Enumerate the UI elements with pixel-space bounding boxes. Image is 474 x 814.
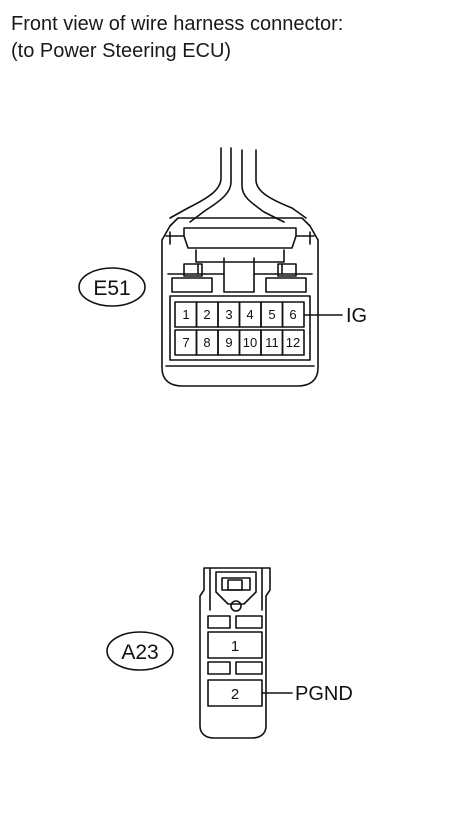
e51-pin-number: 2 xyxy=(203,307,210,322)
e51-pin-number: 6 xyxy=(289,307,296,322)
e51-pin-number: 3 xyxy=(225,307,232,322)
e51-housing-outline xyxy=(161,217,319,387)
e51-pin-number: 10 xyxy=(243,335,257,350)
title-line-1: Front view of wire harness connector: xyxy=(11,13,344,35)
a23-latch xyxy=(215,571,257,605)
e51-pin-number: 8 xyxy=(203,335,210,350)
e51-pin-number: 7 xyxy=(182,335,189,350)
e51-pin-number: 5 xyxy=(268,307,275,322)
a23-pin-number: 2 xyxy=(231,686,239,703)
e51-pin-number: 12 xyxy=(286,335,300,350)
a23-connector-body xyxy=(199,567,293,739)
pgnd-signal-label: PGND xyxy=(295,683,353,705)
e51-pin-grid xyxy=(174,301,305,356)
ig-signal-label: IG xyxy=(346,305,367,327)
title-line-2: (to Power Steering ECU) xyxy=(11,40,232,62)
a23-connector-tag xyxy=(106,631,174,671)
e51-pin-number: 11 xyxy=(265,335,279,350)
a23-housing-outline xyxy=(199,567,271,739)
diagram-title: Front view of wire harness connector: (t… xyxy=(11,11,343,65)
e51-pin-number: 9 xyxy=(225,335,232,350)
a23-pin-number: 1 xyxy=(231,638,239,655)
e51-pin-number: 1 xyxy=(182,307,189,322)
e51-connector-body xyxy=(161,147,343,387)
e51-connector-id: E51 xyxy=(93,277,130,300)
e51-latch xyxy=(195,249,285,293)
e51-connector-tag xyxy=(78,267,146,307)
a23-pin-cell-1 xyxy=(207,631,263,659)
e51-pin-number: 4 xyxy=(246,307,253,322)
e51-wire-bundle xyxy=(169,147,307,223)
e51-latch-frame xyxy=(165,227,315,249)
a23-connector-id: A23 xyxy=(121,641,158,664)
